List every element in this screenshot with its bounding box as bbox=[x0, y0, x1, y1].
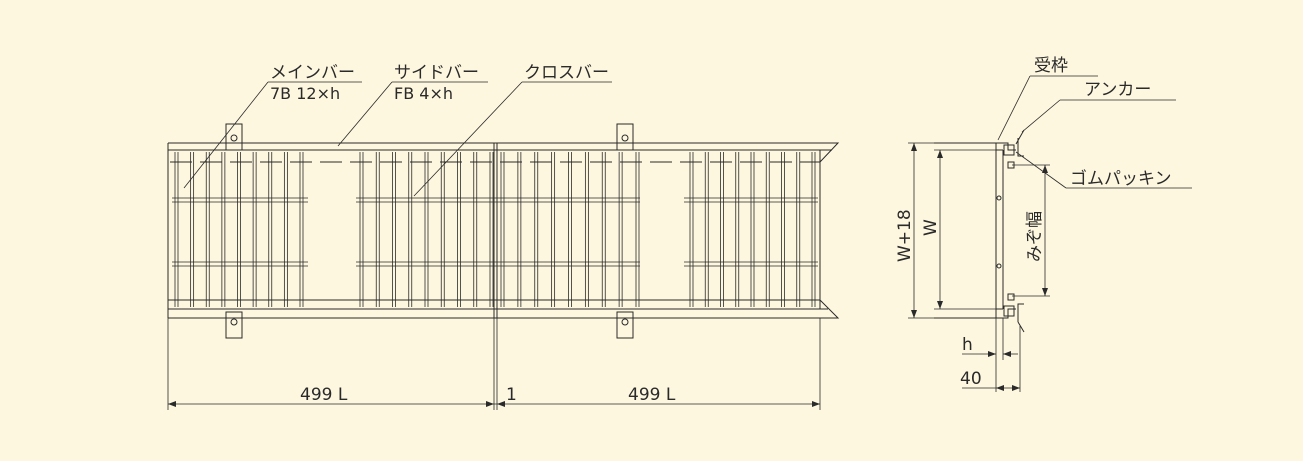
cross-bar-ticks bbox=[172, 197, 818, 267]
side-bar-spec: FB 4×h bbox=[394, 84, 453, 103]
groove-width-label: みぞ幅 bbox=[1025, 211, 1045, 262]
w-plus-18-label: W+18 bbox=[895, 209, 915, 262]
anchor-plate-bottom-right bbox=[616, 311, 634, 339]
w-label: W bbox=[921, 219, 941, 236]
cross-bar-label: クロスバー bbox=[524, 63, 609, 83]
anchor-plate-top-right bbox=[616, 123, 634, 151]
section-view: 受枠 アンカー ゴムパッキン みぞ幅 W+18 W h 40 bbox=[895, 56, 1192, 392]
main-bar-spec: 7B 12×h bbox=[270, 84, 340, 103]
anchor-plate-top-left bbox=[225, 123, 243, 151]
anchor-label: アンカー bbox=[1084, 80, 1151, 100]
anchor-plate-bottom-left bbox=[225, 311, 243, 339]
main-bar-label: メインバー bbox=[270, 63, 355, 83]
dimension-gap: 1 bbox=[506, 385, 517, 405]
rubber-packing-label: ゴムパッキン bbox=[1070, 168, 1172, 189]
side-bar-label: サイドバー bbox=[394, 63, 479, 83]
dimension-right: 499 L bbox=[628, 385, 676, 405]
main-bars bbox=[174, 152, 816, 307]
h-label: h bbox=[962, 335, 973, 355]
plan-view: メインバー 7B 12×h サイドバー FB 4×h クロスバー 499 L 1… bbox=[167, 63, 840, 410]
dimension-left: 499 L bbox=[300, 385, 348, 405]
dim-40-label: 40 bbox=[960, 369, 982, 389]
frame-label: 受枠 bbox=[1034, 56, 1068, 76]
